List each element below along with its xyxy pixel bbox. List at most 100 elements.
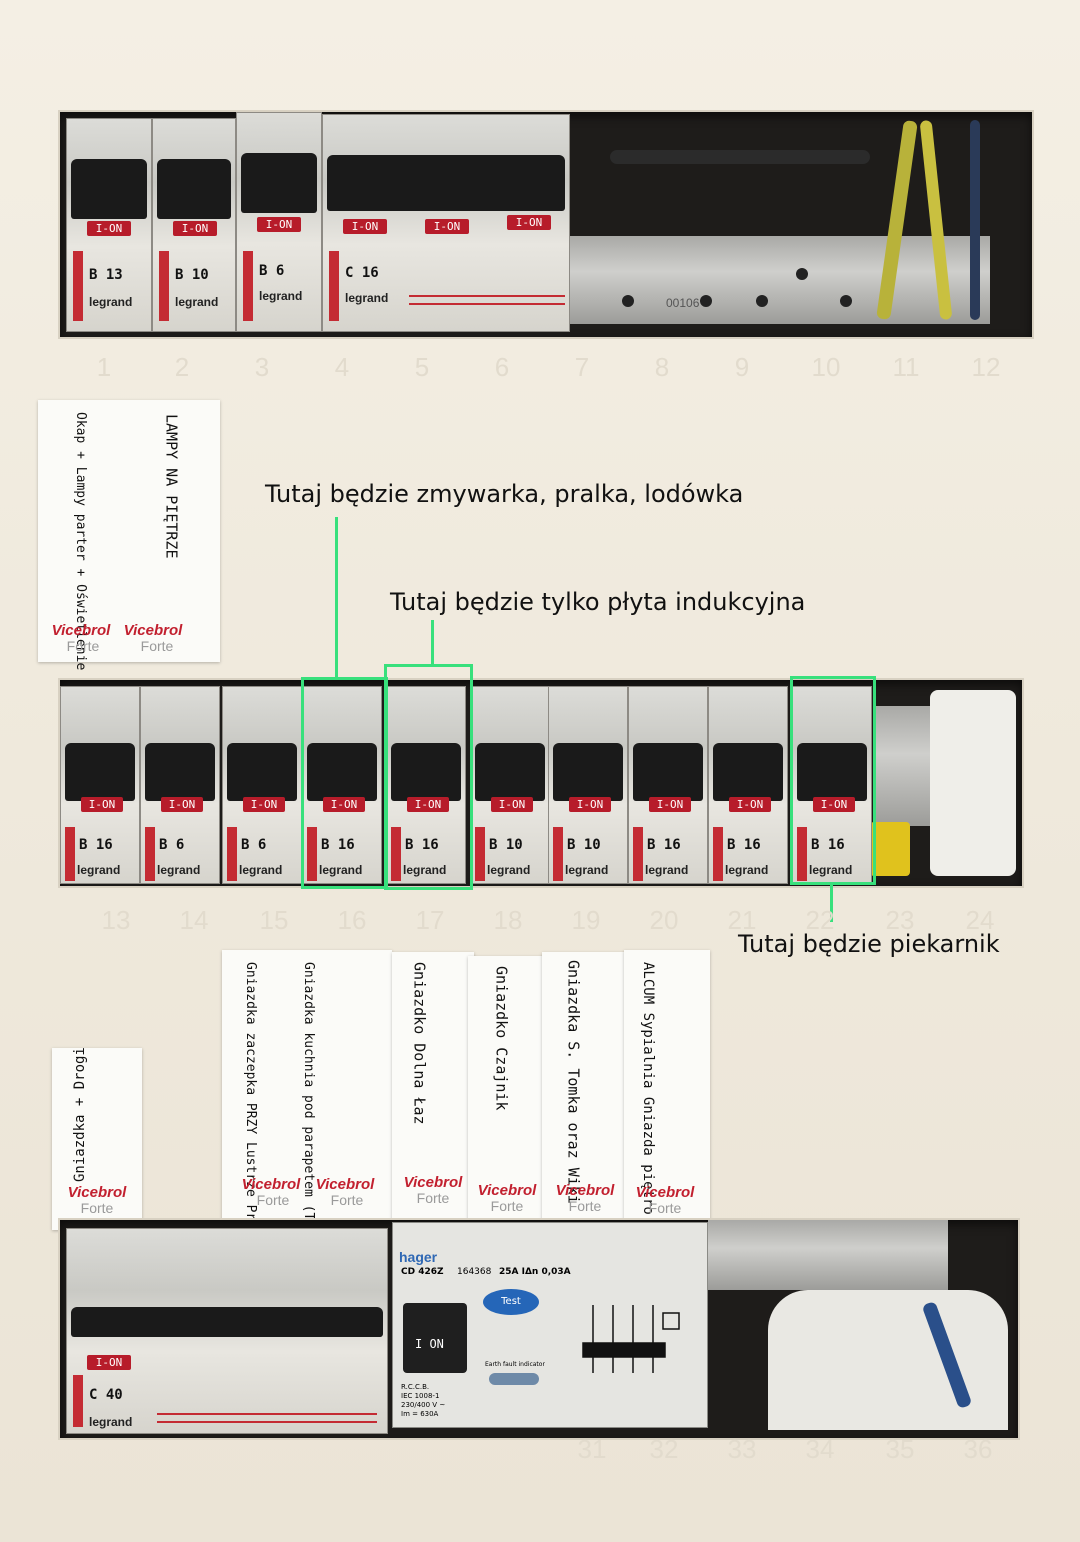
breaker-toggle[interactable] [633, 743, 703, 801]
breaker-rating: B 6 [259, 263, 285, 279]
rcd-test-button[interactable]: Test [483, 1289, 539, 1315]
slot-number: 22 [805, 905, 835, 935]
slot-number: 5 [414, 352, 430, 382]
breaker-toggle[interactable] [307, 743, 377, 801]
breaker-brand: legrand [319, 863, 363, 877]
breaker-rating: B 10 [567, 837, 601, 853]
breaker-brand: legrand [89, 295, 133, 309]
breaker-rating: B 16 [727, 837, 761, 853]
rcd-spec-line: Im = 630A [401, 1410, 439, 1418]
annotation-indukcja: Tutaj będzie tylko płyta indukcyjna [390, 588, 806, 616]
breaker-rating: B 16 [647, 837, 681, 853]
slot-number: 14 [179, 905, 209, 935]
rcd-hager: hager CD 426Z 164368 25A IΔn 0,03A Test … [392, 1222, 708, 1428]
breaker-toggle[interactable] [797, 743, 867, 801]
breaker-brand: legrand [565, 863, 609, 877]
red-lines [409, 295, 565, 305]
wire [970, 120, 980, 320]
on-indicator: I-ON [87, 221, 131, 236]
on-indicator: I-ON [81, 797, 123, 812]
breaker-rating: C 16 [345, 265, 379, 281]
red-lines [157, 1413, 377, 1423]
red-strip [329, 251, 339, 321]
breaker-rating: B 16 [79, 837, 113, 853]
red-strip [73, 251, 83, 321]
breaker-2[interactable]: I-ON B 10 legrand [152, 118, 236, 332]
breaker-toggle[interactable] [553, 743, 623, 801]
wire-cover [930, 690, 1016, 876]
vicebrol-logo: Vicebrol [477, 1182, 537, 1199]
label-card: Gniazdko Czajnik Vicebrol Forte [468, 956, 546, 1222]
breaker-brand: legrand [89, 1415, 133, 1429]
forte-logo: Forte [80, 1200, 114, 1216]
breaker-brand: legrand [487, 863, 531, 877]
breaker-brand: legrand [239, 863, 283, 877]
breaker-1[interactable]: I-ON B 13 legrand [66, 118, 152, 332]
breaker-toggle[interactable] [65, 743, 135, 801]
breaker-3[interactable]: I-ON B 6 legrand [236, 112, 322, 332]
on-indicator: I-ON [491, 797, 533, 812]
pointer-line [830, 884, 833, 922]
breaker-rating: B 13 [89, 267, 123, 283]
slot-number: 36 [963, 1434, 993, 1464]
slot-number: 20 [649, 905, 679, 935]
rail-hole [622, 295, 634, 307]
breaker-toggle[interactable] [713, 743, 783, 801]
slot-number: 32 [649, 1434, 679, 1464]
label-card: Okap + Lampy parter + Oświetlenie na zew… [38, 400, 220, 764]
bottom-din-rail [708, 1220, 948, 1290]
pointer-line [335, 517, 338, 679]
slot-number: 2 [174, 352, 190, 382]
vicebrol-logo: Vicebrol [123, 622, 183, 639]
rcd-spec-line: IEC 1008-1 [401, 1392, 440, 1400]
breaker-toggle[interactable] [241, 153, 317, 213]
red-strip [797, 827, 807, 881]
vicebrol-logo: Vicebrol [315, 1176, 375, 1193]
red-strip [227, 827, 237, 881]
breaker-rating: B 16 [321, 837, 355, 853]
label-card: Gniazdka S. Tomka oraz Wiki Vicebrol For… [542, 952, 628, 1224]
on-indicator: I-ON [343, 219, 387, 234]
breaker-brand: legrand [645, 863, 689, 877]
breaker-toggle[interactable] [157, 159, 231, 219]
breaker-toggle[interactable] [475, 743, 545, 801]
red-strip [145, 827, 155, 881]
rcd-switch[interactable]: I ON [403, 1303, 467, 1373]
breaker-toggle[interactable] [327, 155, 565, 211]
slot-number: 19 [571, 905, 601, 935]
rcd-rating: 25A IΔn 0,03A [499, 1267, 571, 1277]
breaker-brand: legrand [175, 295, 219, 309]
on-indicator: I-ON [87, 1355, 131, 1370]
main-breaker-c40[interactable]: I-ON C 40 legrand [66, 1228, 388, 1434]
breaker-brand: legrand [259, 289, 303, 303]
yellow-terminal [870, 822, 910, 876]
breaker-toggle[interactable] [145, 743, 215, 801]
vicebrol-logo: Vicebrol [635, 1184, 695, 1201]
breaker-4-three-pole[interactable]: I-ON I-ON I-ON C 16 legrand [322, 114, 570, 332]
slot-number: 17 [415, 905, 445, 935]
breaker-brand: legrand [345, 291, 389, 305]
label-card: Gniazdko Dolna Łaz Vicebrol Forte [392, 952, 474, 1220]
handwritten-label: Gniazdka zaczepka PRZY Lustrze Pralka St… [242, 962, 258, 1315]
red-strip [65, 827, 75, 881]
breaker-toggle[interactable] [391, 743, 461, 801]
forte-logo: Forte [256, 1192, 290, 1208]
breaker-toggle[interactable] [71, 1307, 383, 1337]
slot-number: 7 [574, 352, 590, 382]
slot-number: 11 [892, 352, 920, 382]
annotation-piekarnik: Tutaj będzie piekarnik [738, 930, 1000, 958]
breaker-toggle[interactable] [227, 743, 297, 801]
slot-number: 1 [96, 352, 112, 382]
breaker-toggle[interactable] [71, 159, 147, 219]
red-strip [633, 827, 643, 881]
